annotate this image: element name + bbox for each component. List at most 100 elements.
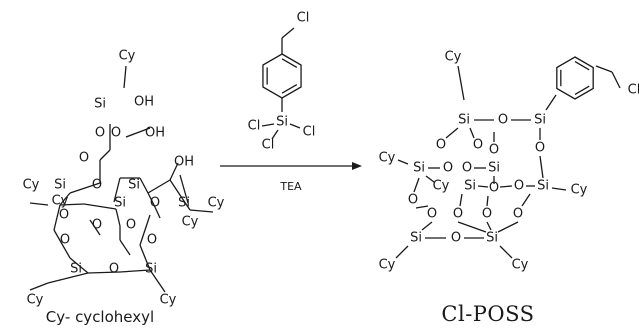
si-label: Si bbox=[410, 231, 422, 246]
bond-line bbox=[123, 65, 127, 89]
bond-line bbox=[69, 257, 89, 274]
o-label: O bbox=[535, 141, 545, 156]
bond-line bbox=[115, 208, 121, 227]
bond-line bbox=[153, 204, 161, 219]
bond-line bbox=[139, 244, 151, 271]
o-label: O bbox=[150, 196, 160, 211]
bond-line bbox=[486, 195, 489, 207]
bond-line bbox=[457, 221, 487, 233]
si-label: Si bbox=[114, 196, 126, 211]
cy-label: Cy bbox=[160, 293, 177, 308]
cl-label: Cl bbox=[262, 138, 275, 153]
si-label: Si bbox=[486, 231, 498, 246]
si-label: Si bbox=[128, 178, 140, 193]
bond-line bbox=[87, 271, 121, 274]
bond-line bbox=[169, 179, 191, 211]
bond-line bbox=[469, 127, 475, 139]
o-label: O bbox=[59, 208, 69, 223]
cy-label: Cy bbox=[23, 178, 40, 193]
bond-line bbox=[415, 205, 429, 209]
cy-label: Cy bbox=[379, 258, 396, 273]
bond-line bbox=[281, 27, 295, 39]
bond-lines bbox=[29, 27, 621, 293]
product-benzene-ring bbox=[556, 56, 594, 100]
bond-line bbox=[59, 192, 71, 206]
bond-line bbox=[595, 65, 613, 73]
oh-label: OH bbox=[134, 95, 154, 110]
bond-line bbox=[486, 221, 492, 231]
bond-line bbox=[611, 71, 621, 89]
bond-line bbox=[147, 179, 171, 194]
bond-line bbox=[425, 175, 435, 183]
bond-line bbox=[521, 193, 531, 207]
cy-label: Cy bbox=[27, 293, 44, 308]
bond-line bbox=[421, 221, 433, 231]
si-label: Si bbox=[70, 262, 82, 277]
si-label: Si bbox=[537, 179, 549, 194]
double-bond-line bbox=[574, 85, 590, 95]
o-label: O bbox=[92, 218, 102, 233]
benzene-rings bbox=[262, 53, 594, 100]
o-label: O bbox=[79, 151, 89, 166]
bond-line bbox=[139, 177, 149, 194]
bond-line bbox=[477, 185, 489, 188]
o-label: O bbox=[436, 138, 446, 153]
bond-line bbox=[113, 177, 121, 203]
si-label: Si bbox=[178, 196, 190, 211]
reaction-arrow bbox=[220, 162, 362, 170]
cy-label: Cy bbox=[433, 179, 450, 194]
oh-label: OH bbox=[145, 126, 165, 141]
reagent-benzene-ring bbox=[262, 53, 302, 99]
bond-line bbox=[261, 123, 275, 127]
oh-label: OH bbox=[174, 155, 194, 170]
bond-line bbox=[89, 219, 101, 236]
bond-line bbox=[271, 129, 279, 140]
si-label: Si bbox=[54, 178, 66, 193]
cy-label: Cy bbox=[182, 215, 199, 230]
si-label: Si bbox=[413, 161, 425, 176]
bond-line bbox=[69, 182, 101, 194]
cl-label: Cl bbox=[303, 125, 316, 140]
bond-line bbox=[445, 127, 459, 139]
bond-line bbox=[119, 269, 151, 273]
bond-line bbox=[119, 239, 131, 256]
o-label: O bbox=[109, 262, 119, 277]
si-label: Si bbox=[464, 179, 476, 194]
double-bond-line bbox=[281, 84, 298, 94]
o-label: O bbox=[111, 126, 121, 141]
bond-line bbox=[149, 269, 166, 293]
bond-line bbox=[99, 149, 111, 161]
o-label: O bbox=[453, 207, 463, 222]
bond-line bbox=[47, 272, 89, 284]
bond-line bbox=[395, 245, 409, 259]
si-label: Si bbox=[94, 97, 106, 112]
o-label: O bbox=[473, 138, 483, 153]
o-label: O bbox=[489, 181, 499, 196]
o-label: O bbox=[514, 179, 524, 194]
o-label: O bbox=[92, 178, 102, 193]
bond-line bbox=[169, 162, 179, 181]
bond-line bbox=[125, 127, 151, 138]
double-bond-line bbox=[574, 61, 590, 71]
bond-line bbox=[499, 185, 513, 188]
o-label: O bbox=[427, 207, 437, 222]
bond-line bbox=[397, 159, 409, 165]
o-label: O bbox=[498, 113, 508, 128]
cl-label: Cl bbox=[297, 11, 310, 26]
cl-label: Cl bbox=[248, 119, 261, 134]
o-label: O bbox=[126, 218, 136, 233]
bond-line bbox=[459, 193, 463, 207]
o-label: O bbox=[451, 231, 461, 246]
cy-label: Cy bbox=[119, 49, 136, 64]
si-label: Si bbox=[458, 113, 470, 128]
bond-line bbox=[413, 177, 420, 193]
bond-line bbox=[545, 94, 557, 111]
o-label: O bbox=[443, 161, 453, 176]
si-label: Si bbox=[534, 113, 546, 128]
bond-line bbox=[551, 187, 567, 191]
o-label: O bbox=[147, 233, 157, 248]
bond-line bbox=[53, 204, 61, 231]
product-caption: Cl-POSS bbox=[441, 302, 534, 326]
bond-line bbox=[59, 203, 85, 206]
